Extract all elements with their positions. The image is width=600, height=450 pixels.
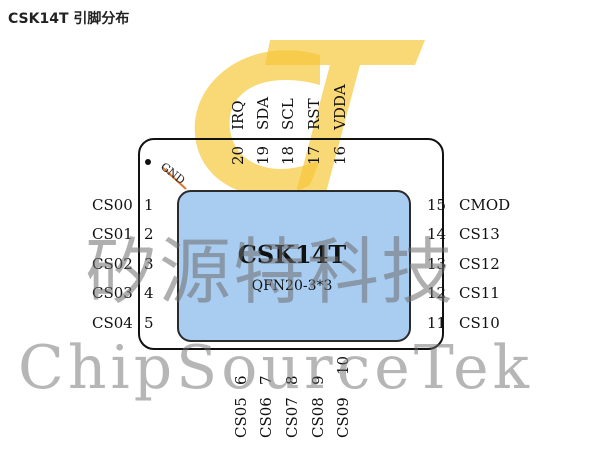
chipsourcetek-logo-icon bbox=[194, 40, 425, 215]
watermark-chinese: 矽源特科技 bbox=[85, 230, 456, 314]
pin-number-3: 3 bbox=[144, 255, 154, 273]
pin-number-19: 19 bbox=[254, 145, 272, 165]
pin-label-7: CS06 bbox=[257, 397, 275, 438]
pin-number-12: 12 bbox=[427, 284, 447, 302]
pin-label-11: CS10 bbox=[459, 314, 500, 332]
chip-die-pad bbox=[177, 190, 411, 342]
watermark-english: ChipSourceTek bbox=[18, 333, 534, 403]
pin-label-16: VDDA bbox=[331, 84, 349, 130]
chip-name: CSK14T bbox=[237, 240, 347, 269]
pin-number-13: 13 bbox=[427, 255, 447, 273]
pin-number-5: 5 bbox=[144, 314, 154, 332]
pin-label-10: CS09 bbox=[334, 397, 352, 438]
pin-label-4: CS03 bbox=[92, 284, 133, 302]
pin-label-15: CMOD bbox=[459, 196, 511, 214]
pin-label-3: CS02 bbox=[92, 255, 133, 273]
pin-label-14: CS13 bbox=[459, 225, 500, 243]
chip-package-outline bbox=[138, 138, 444, 350]
pin-label-19: SDA bbox=[254, 96, 272, 130]
chip-package-type: QFN20-3*3 bbox=[251, 278, 333, 294]
pin-number-18: 18 bbox=[279, 145, 297, 165]
pin-number-11: 11 bbox=[427, 314, 447, 332]
pin-label-9: CS08 bbox=[309, 397, 327, 438]
pin-number-14: 14 bbox=[427, 225, 447, 243]
pin-label-6: CS05 bbox=[232, 397, 250, 438]
pin-label-1: CS00 bbox=[92, 196, 133, 214]
pin-label-13: CS12 bbox=[459, 255, 500, 273]
pin-label-5: CS04 bbox=[92, 314, 133, 332]
pin-label-2: CS01 bbox=[92, 225, 133, 243]
pin-label-12: CS11 bbox=[459, 284, 500, 302]
pin-label-18: SCL bbox=[279, 98, 297, 130]
pin-label-20: IRQ bbox=[229, 100, 247, 130]
pin1-marker-icon bbox=[145, 159, 151, 165]
page-title: CSK14T 引脚分布 bbox=[8, 11, 130, 27]
pin-number-1: 1 bbox=[144, 196, 154, 214]
pin-number-20: 20 bbox=[229, 145, 247, 165]
pin-label-8: CS07 bbox=[283, 397, 301, 438]
pin-label-17: RST bbox=[305, 98, 323, 130]
pin-number-16: 16 bbox=[331, 145, 349, 165]
pin-number-15: 15 bbox=[427, 196, 447, 214]
pin-number-17: 17 bbox=[305, 145, 323, 165]
pin-number-4: 4 bbox=[144, 284, 154, 302]
gnd-pad-line bbox=[161, 166, 187, 190]
pin-number-2: 2 bbox=[144, 225, 154, 243]
